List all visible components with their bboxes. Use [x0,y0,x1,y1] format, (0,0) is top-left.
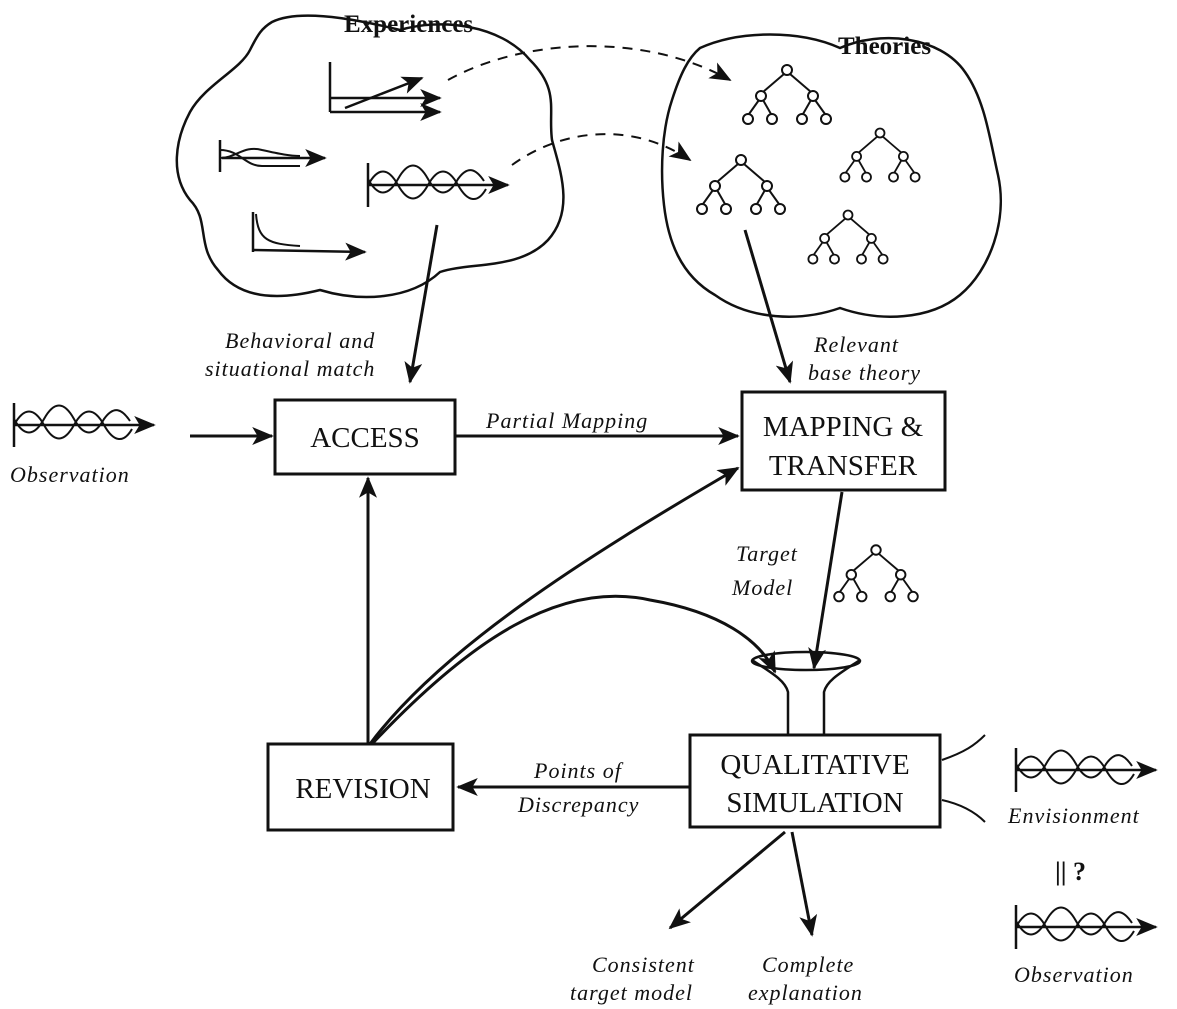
behavioral-label-line1: Behavioral and [225,328,375,353]
theories-cloud: Theories [660,33,1002,318]
simulation-funnel-icon [750,650,862,735]
theory-tree-icon [839,127,921,183]
qualitative-simulation-box: QUALITATIVE SIMULATION [688,733,942,829]
behavioral-label-line2: situational match [205,356,375,381]
consistent-label-line1: Consistent [592,952,695,977]
theories-title: Theories [838,33,931,60]
access-label: ACCESS [310,422,420,454]
mapping-label-line1: MAPPING & [763,411,924,443]
theory-tree-icon [742,64,832,125]
relevant-label-line2: base theory [808,360,921,385]
target-model-tree-icon [833,544,919,603]
complete-label-line1: Complete [762,952,854,977]
envisionment-connector-bottom [941,799,986,823]
observation-right-wave-icon [1016,905,1156,949]
points-label-line1: Points of [533,758,624,783]
compare-symbol: || ? [1055,857,1086,886]
simulation-label-line2: SIMULATION [726,787,903,819]
partial-mapping-label: Partial Mapping [485,408,648,433]
arrow-theories-to-mapping [743,229,794,384]
arrow-revision-to-simulation [370,594,777,746]
arrow-to-consistent-model [668,830,786,930]
observation-wave-icon [14,403,154,447]
observation-right-label: Observation [1014,962,1134,987]
arrow-mapping-to-simulation [808,491,844,670]
revision-box: REVISION [266,742,455,832]
consistent-label-line2: target model [570,980,693,1005]
relevant-label-line1: Relevant [813,332,899,357]
envisionment-label: Envisionment [1007,803,1140,828]
observation-left-label: Observation [10,462,130,487]
mapping-transfer-box: MAPPING & TRANSFER [740,390,947,492]
simulation-label-line1: QUALITATIVE [720,749,909,781]
experience-graph-rising-icon [328,62,442,121]
experience-graph-decay-icon [251,212,367,261]
experience-graph-oscillation-icon [368,163,508,207]
target-model-label-line2: Model [731,575,793,600]
complete-label-line2: explanation [748,980,863,1005]
dashed-arrow-experience-to-theory-1 [447,45,732,81]
arrow-revision-to-mapping [368,466,740,745]
theory-tree-icon [696,154,786,215]
experiences-title: Experiences [344,11,473,38]
revision-label: REVISION [295,773,430,805]
arrow-to-complete-explanation [790,831,818,937]
envisionment-wave-icon [1016,748,1156,792]
envisionment-connector-top [941,734,986,761]
theory-tree-icon [807,209,889,265]
access-box: ACCESS [273,398,457,476]
dashed-arrow-experience-to-theory-2 [511,133,692,166]
arrow-experiences-to-access [404,224,439,384]
mapping-label-line2: TRANSFER [769,450,918,482]
experiences-cloud: Experiences [175,11,565,299]
points-label-line2: Discrepancy [517,792,639,817]
target-model-label-line1: Target [736,541,798,566]
experience-graph-step-icon [218,140,327,172]
